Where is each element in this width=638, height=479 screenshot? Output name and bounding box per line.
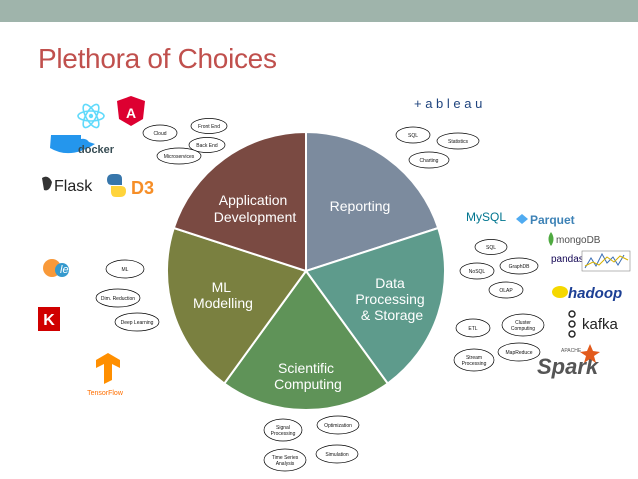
bubble-simulation: Simulation: [315, 444, 359, 464]
mysql-icon: MySQL: [466, 210, 506, 224]
svg-text:Flask: Flask: [54, 178, 93, 195]
svg-text:pandas: pandas: [551, 254, 584, 265]
svg-text:Parquet: Parquet: [530, 213, 575, 227]
bubble-dim-reduction: Dim. Reduction: [95, 288, 141, 308]
bubble-ml: ML: [105, 259, 145, 279]
svg-text:Statistics: Statistics: [448, 139, 469, 145]
svg-text:K: K: [43, 312, 55, 329]
keras-icon: K: [38, 307, 60, 331]
bubble-etl: ETL: [455, 318, 491, 338]
bubble-olap: OLAP: [488, 281, 524, 299]
docker-icon: docker: [50, 135, 115, 156]
angular-icon: A: [117, 96, 145, 126]
svg-text:ETL: ETL: [468, 326, 477, 332]
bubble-sql-top: SQL: [395, 126, 431, 144]
svg-text:hadoop: hadoop: [568, 285, 622, 302]
svg-text:NoSQL: NoSQL: [469, 269, 486, 275]
svg-text:TensorFlow: TensorFlow: [87, 390, 124, 397]
svg-text:+ a b l e a u: + a b l e a u: [414, 96, 482, 111]
label-reporting: Reporting: [330, 198, 391, 214]
d3-icon: D3: [131, 178, 154, 198]
bubble-sql-right: SQL: [474, 239, 508, 255]
pandas-icon: pandas: [551, 254, 584, 265]
hadoop-icon: hadoop: [552, 285, 622, 302]
svg-text:OLAP: OLAP: [499, 288, 513, 294]
python-icon: [107, 174, 126, 197]
sklearn-icon: learn: [43, 259, 84, 277]
bubble-graphdb: GraphDB: [499, 257, 539, 275]
choices-pie: [166, 130, 446, 412]
mongodb-icon: mongoDB: [548, 232, 601, 246]
svg-text:Deep Learning: Deep Learning: [121, 320, 154, 326]
label-application-development: Application Development: [214, 192, 297, 225]
slide-title: Plethora of Choices: [38, 43, 277, 74]
svg-text:Simulation: Simulation: [325, 452, 349, 458]
bubble-back-end: Back End: [188, 137, 226, 153]
bubble-charting: Charting: [408, 151, 450, 169]
segment-data-processing: [304, 226, 446, 385]
svg-text:Front End: Front End: [198, 124, 220, 130]
svg-text:mongoDB: mongoDB: [556, 235, 601, 246]
tableau-icon: + a b l e a u: [414, 96, 482, 111]
svg-text:SQL: SQL: [486, 245, 496, 251]
label-data-processing: Data Processing & Storage: [355, 275, 428, 323]
svg-text:MySQL: MySQL: [466, 210, 506, 224]
parquet-icon: Parquet: [516, 213, 575, 227]
bubble-front-end: Front End: [190, 118, 228, 134]
svg-text:A: A: [126, 105, 136, 121]
svg-text:kafka: kafka: [582, 316, 619, 333]
segment-scientific-computing: [222, 269, 390, 412]
svg-text:Charting: Charting: [420, 158, 439, 164]
label-ml-modelling: ML Modelling: [193, 279, 253, 311]
segment-reporting: [305, 130, 440, 273]
svg-text:Optimization: Optimization: [324, 423, 352, 429]
svg-text:D3: D3: [131, 178, 154, 198]
bubble-nosql: NoSQL: [459, 262, 495, 280]
svg-text:MapReduce: MapReduce: [506, 350, 533, 356]
label-scientific-computing: Scientific Computing: [274, 360, 342, 392]
spark-icon: APACHE Spark: [537, 344, 600, 379]
segment-ml-modelling: [166, 226, 308, 385]
svg-text:docker: docker: [78, 144, 115, 156]
svg-text:APACHE: APACHE: [561, 348, 582, 354]
svg-text:Dim. Reduction: Dim. Reduction: [101, 296, 135, 302]
kafka-icon: kafka: [568, 310, 619, 338]
svg-text:learn: learn: [60, 264, 84, 276]
svg-text:Cloud: Cloud: [153, 131, 166, 137]
bubble-optimization: Optimization: [316, 415, 360, 435]
bubble-mapreduce: MapReduce: [497, 342, 541, 362]
svg-text:SQL: SQL: [408, 133, 418, 139]
flask-icon: Flask: [42, 176, 93, 195]
bubble-cloud: Cloud: [142, 124, 178, 142]
chart-thumbnail-icon: [581, 250, 631, 272]
svg-text:ML: ML: [122, 267, 129, 273]
tensorflow-icon: TensorFlow: [87, 353, 124, 397]
top-bar: [0, 0, 638, 22]
svg-text:Back End: Back End: [196, 143, 218, 149]
svg-text:Microservices: Microservices: [164, 154, 195, 160]
bubble-statistics: Statistics: [436, 132, 480, 150]
segment-application-development: [172, 130, 307, 273]
svg-text:GraphDB: GraphDB: [509, 264, 531, 270]
bubble-microservices: Microservices: [156, 147, 202, 165]
bubble-deep-learning: Deep Learning: [114, 312, 160, 332]
react-icon: [77, 103, 105, 129]
